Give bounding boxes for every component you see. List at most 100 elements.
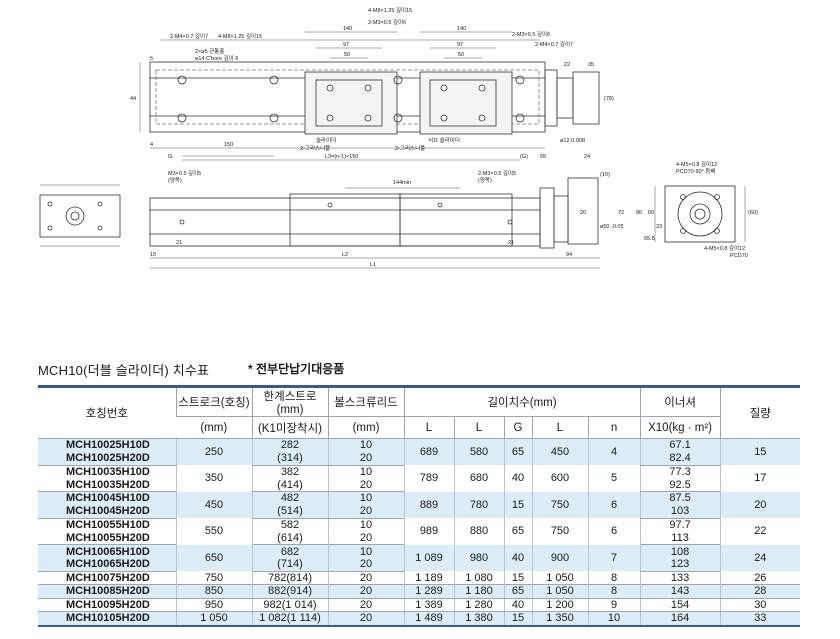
label-end-pcd: PCD70·90° 등배 [676, 167, 716, 175]
cell-L: 889 [403, 491, 454, 519]
subheader-stroke: (mm) [176, 416, 252, 439]
cell-limit: (414) [251, 478, 328, 493]
cell-limit: 782(814) [251, 571, 328, 586]
cell-lead: 20 [327, 531, 404, 546]
dim-end-65: 65.5 [644, 236, 655, 242]
cell-stroke: 250 [175, 438, 252, 466]
header-stroke: 스트로크(호칭) [175, 385, 252, 417]
cell-lead: 20 [327, 584, 404, 599]
cell-model: MCH10025H20D [38, 451, 176, 466]
cell-L2: 680 [453, 465, 504, 492]
subheader-L2: L [453, 416, 504, 439]
subheader-n: n [587, 416, 641, 439]
cell-stroke: 550 [175, 518, 252, 545]
dim-shaft: ø12-0.008 [560, 138, 585, 144]
cell-limit: 382 [251, 465, 328, 479]
cell-inertia: 97.7 [639, 518, 721, 532]
dim-l2: L2 [342, 252, 348, 258]
label-end-holes2: 4-M5×0.8 깊이12 [704, 244, 745, 252]
cell-L2: 780 [453, 491, 504, 519]
cell-inertia: 103 [639, 504, 721, 519]
label-holes-g: 2-M3×0.5 깊이6 [512, 30, 550, 38]
cell-lead: 20 [327, 598, 404, 613]
cell-weight: 15 [719, 438, 801, 466]
cell-G: 40 [503, 598, 532, 613]
dim-end-86: 86 [636, 210, 642, 216]
cell-n: 5 [587, 465, 641, 492]
cell-limit: (714) [251, 558, 328, 572]
cell-L: 989 [403, 518, 454, 545]
cell-inertia: 82.4 [639, 451, 721, 466]
dim-97b: 97 [457, 42, 463, 48]
cell-L2: 1 080 [453, 571, 504, 586]
cell-limit: 282 [251, 438, 328, 452]
dim-21a: 21 [176, 240, 182, 246]
cell-L3: 1 350 [531, 611, 588, 627]
cell-inertia: 113 [639, 531, 721, 546]
dimension-table: 호칭번호 스트로크(호칭) 한계스트로(mm) 볼스크류리드 길이치수(mm) … [38, 385, 801, 627]
cell-L2: 1 380 [453, 611, 504, 627]
label-holes-h: 2-M4×0.7 깊이7 [535, 40, 573, 48]
dim-g: G [168, 154, 172, 160]
cell-n: 6 [587, 518, 641, 545]
cell-limit: (614) [251, 531, 328, 546]
cell-n: 6 [587, 491, 641, 519]
delivery-note: * 전부단납기대응품 [248, 362, 345, 376]
cell-L3: 900 [531, 544, 588, 572]
label-slider: 슬라이더 [316, 136, 336, 144]
cell-model: MCH10055H20D [38, 531, 176, 546]
cell-L: 1 089 [403, 544, 454, 572]
dim-22: 22 [564, 62, 570, 68]
side-view-body [149, 197, 541, 247]
cell-stroke: 950 [175, 598, 252, 613]
subheader-lead: (mm) [327, 416, 404, 439]
cell-weight: 26 [719, 571, 801, 586]
cell-G: 15 [503, 611, 532, 627]
cell-G: 40 [503, 465, 532, 492]
dim-15: 15 [150, 252, 156, 258]
cell-lead: 20 [327, 558, 404, 572]
label-m3a-sub: (양쪽) [168, 176, 182, 184]
cell-stroke: 450 [175, 491, 252, 519]
cell-limit: (514) [251, 504, 328, 519]
cell-inertia: 77.3 [639, 465, 721, 479]
cell-G: 65 [503, 518, 532, 545]
cell-L2: 1 180 [453, 584, 504, 599]
cell-inertia: 123 [639, 558, 721, 572]
cell-inertia: 133 [639, 571, 721, 586]
cell-weight: 22 [719, 518, 801, 545]
label-m3b-sub: (양쪽) [478, 176, 492, 184]
subheader-G: G [503, 416, 532, 439]
cell-inertia: 67.1 [639, 438, 721, 452]
dim-97a: 97 [343, 42, 349, 48]
cell-n: 8 [587, 584, 641, 599]
dim-50a: 50 [344, 52, 350, 58]
dim-50b: 50 [458, 52, 464, 58]
label-holes-a: 2-M4×0.7 깊이7 [170, 32, 208, 40]
label-grease1: 2-그리스니플 [300, 144, 330, 152]
dim-50: ø50 -0.05 [600, 224, 624, 230]
header-weight: 질량 [719, 385, 801, 439]
cell-n: 4 [587, 438, 641, 466]
sub-slider [419, 71, 513, 135]
cell-inertia: 87.5 [639, 491, 721, 505]
label-end-pcd2: PCD70 [730, 253, 748, 259]
label-holes-f: 2-M3×0.5 깊이6 [368, 18, 406, 26]
table-title-row: MCH10(더블 슬라이더) 치수표 * 전부단납기대응품 [38, 360, 344, 379]
cell-model: MCH10065H10D [38, 544, 176, 559]
cell-weight: 28 [719, 584, 801, 599]
label-holes-b: 2×ø5 관통홀 [195, 47, 224, 55]
cell-inertia: 154 [639, 598, 721, 613]
table-row: MCH10055H20D (614)20 113 [38, 531, 800, 546]
cell-L2: 580 [453, 438, 504, 466]
label-grease2: 2-그리스니플 [395, 144, 425, 152]
cell-limit: 582 [251, 518, 328, 532]
dim-72: 72 [618, 210, 624, 216]
cell-L2: 880 [453, 518, 504, 545]
slider [304, 71, 398, 135]
cell-L: 1 489 [403, 611, 454, 627]
label-holes-e: 4-M8×1.25 깊이15 [368, 6, 412, 14]
